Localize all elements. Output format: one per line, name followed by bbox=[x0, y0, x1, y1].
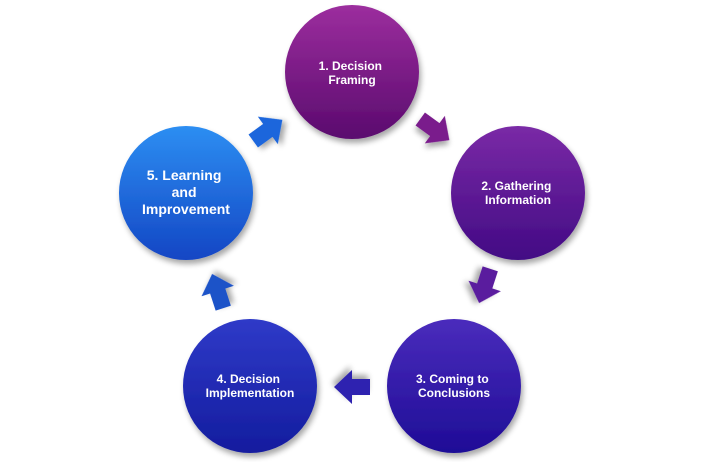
node-4-label: 4. Decision Implementation bbox=[206, 372, 295, 400]
node-2-circle bbox=[451, 126, 585, 260]
arrow-3-to-4 bbox=[334, 370, 370, 404]
node-3-label: 3. Coming to Conclusions bbox=[416, 372, 492, 400]
node-1-label: 1. Decision Framing bbox=[319, 59, 386, 87]
node-4-decision-implementation: 4. Decision Implementation bbox=[183, 319, 317, 453]
node-1-circle bbox=[285, 5, 419, 139]
node-4-circle bbox=[183, 319, 317, 453]
node-3-coming-to-conclusions: 3. Coming to Conclusions bbox=[387, 319, 521, 453]
node-2-label: 2. Gathering Information bbox=[481, 179, 554, 207]
node-1-decision-framing: 1. Decision Framing bbox=[285, 5, 419, 139]
node-3-circle bbox=[387, 319, 521, 453]
arrow-5-to-1 bbox=[248, 116, 283, 148]
node-5-label: 5. Learning and Improvement bbox=[142, 167, 230, 217]
node-5-circle bbox=[119, 126, 253, 260]
arrow-4-to-5 bbox=[201, 273, 234, 311]
arrow-2-to-3 bbox=[468, 266, 501, 304]
node-2-gathering-information: 2. Gathering Information bbox=[451, 126, 585, 260]
node-5-learning-and-improvement: 5. Learning and Improvement bbox=[119, 126, 253, 260]
arrow-1-to-2 bbox=[415, 112, 450, 144]
